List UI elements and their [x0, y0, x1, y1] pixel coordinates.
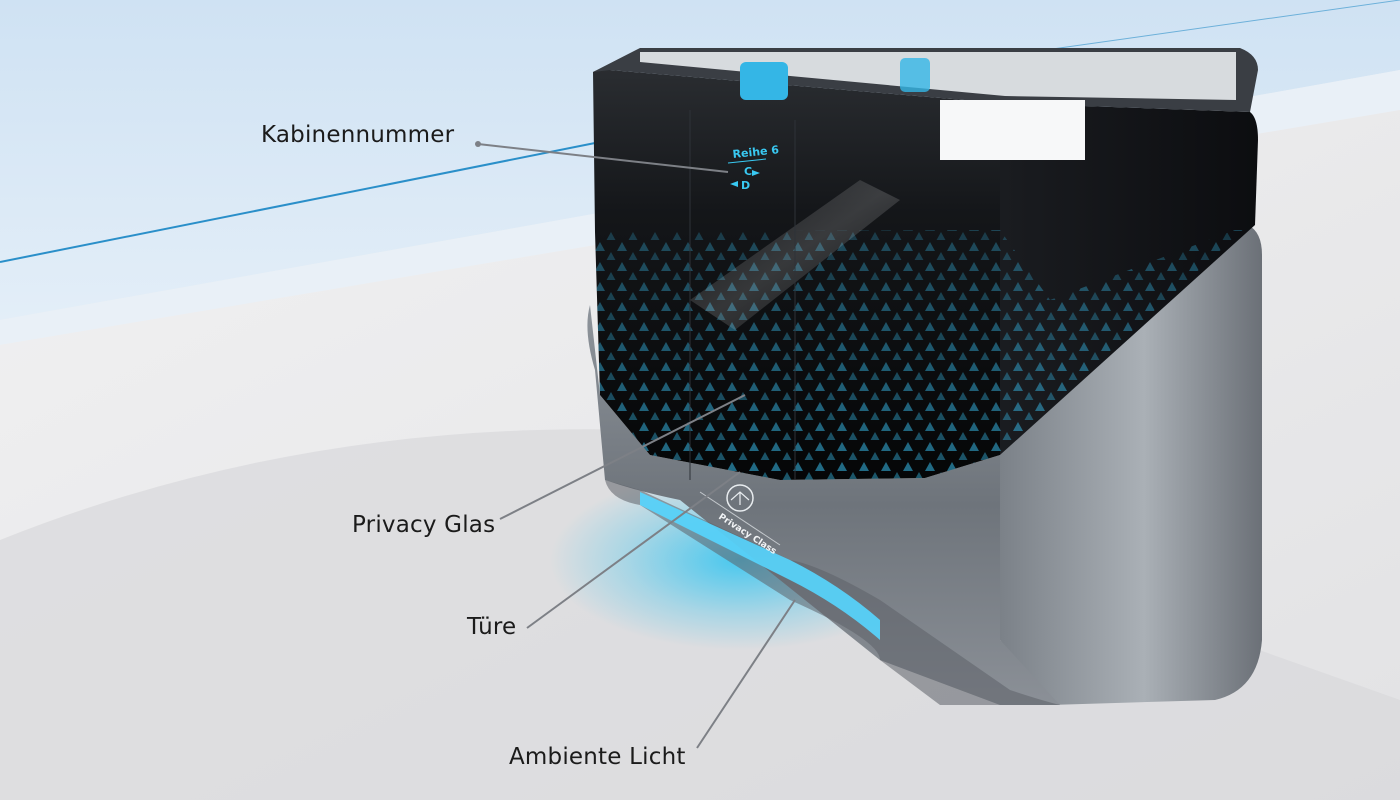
display-row-text: Reihe 6 — [732, 143, 780, 161]
airline-logo-crane — [730, 491, 750, 505]
display-divider — [727, 158, 767, 164]
callout-line-ambient — [696, 599, 796, 749]
ambient-light-strip — [640, 492, 880, 640]
label-ambient-light: Ambiente Licht — [509, 744, 686, 770]
interior-seat-headrest — [740, 62, 788, 100]
arrow-left-icon — [730, 181, 738, 187]
label-cabin-number: Kabinennummer — [261, 122, 455, 148]
interior-seat-far — [900, 58, 930, 92]
callout-line-cabin — [477, 143, 729, 173]
interior-partition — [940, 100, 1085, 160]
arrow-right-icon — [752, 170, 760, 176]
label-privacy-glass: Privacy Glas — [352, 512, 496, 538]
door-badge-line — [699, 491, 781, 546]
callout-line-glass — [499, 394, 746, 520]
window-stripe — [0, 141, 601, 263]
base-front — [587, 305, 1060, 705]
interior-wall — [640, 52, 1236, 100]
display-seat-c: C — [744, 165, 752, 178]
display-seat-d: D — [741, 179, 750, 192]
base-side — [1000, 225, 1262, 705]
airline-logo-icon — [726, 484, 754, 512]
callout-line-door — [526, 471, 741, 629]
label-door: Türe — [467, 614, 517, 640]
